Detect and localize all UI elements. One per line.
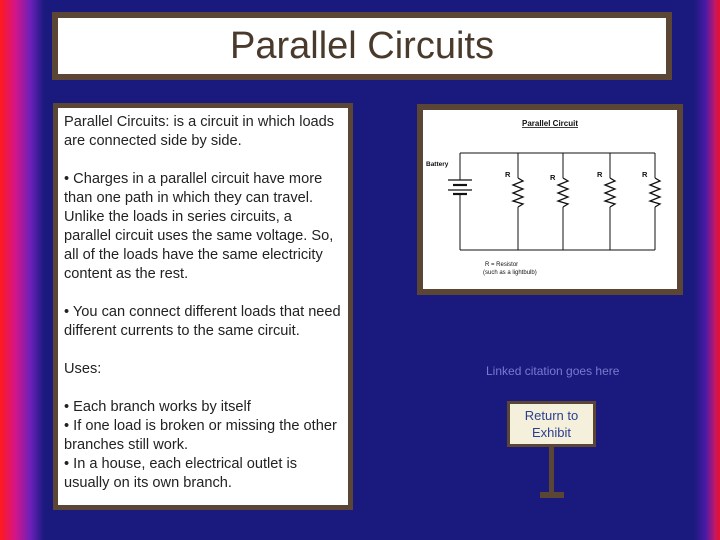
title-box: Parallel Circuits [52, 12, 672, 80]
sign-post [549, 447, 554, 493]
resistors [511, 177, 662, 208]
parallel-circuit-diagram: Parallel Circuit Battery [426, 119, 662, 276]
use-house-outlet: • In a house, each electrical outlet is … [64, 456, 298, 491]
use-each-branch: • Each branch works by itself [64, 399, 251, 415]
left-gradient-edge [0, 0, 44, 540]
parallel-circuit-diagram-panel: Parallel Circuit Battery [417, 104, 683, 295]
bullet-charges: • Charges in a parallel circuit have mor… [64, 171, 334, 282]
page-title: Parallel Circuits [230, 24, 494, 67]
legend-line-2: (such as a lightbulb) [483, 270, 537, 276]
resistor-label-3: R [597, 170, 603, 179]
text-content: Parallel Circuits: is a circuit in which… [58, 108, 348, 493]
definition-paragraph: Parallel Circuits: is a circuit in which… [64, 113, 342, 151]
battery-label: Battery [426, 161, 449, 168]
definition-term: Parallel Circuits: [64, 114, 170, 130]
definition-text: is a circuit in which loads are connecte… [64, 114, 335, 149]
resistor-label-4: R [642, 170, 648, 179]
diagram-title: Parallel Circuit [522, 119, 578, 128]
legend-line-1: R = Resistor [485, 262, 518, 268]
text-panel: Parallel Circuits: is a circuit in which… [53, 103, 353, 510]
use-broken-load: • If one load is broken or missing the o… [64, 418, 337, 453]
uses-heading: Uses: [64, 361, 102, 377]
resistor-label-2: R [550, 173, 556, 182]
circuit-wires [459, 152, 656, 251]
citation-link[interactable]: Linked citation goes here [486, 364, 620, 378]
sign-post-base [540, 492, 564, 498]
bullet-different-loads: • You can connect different loads that n… [64, 304, 341, 339]
resistor-label-1: R [505, 170, 511, 179]
right-gradient-edge [694, 0, 720, 540]
battery-symbol [448, 179, 472, 196]
